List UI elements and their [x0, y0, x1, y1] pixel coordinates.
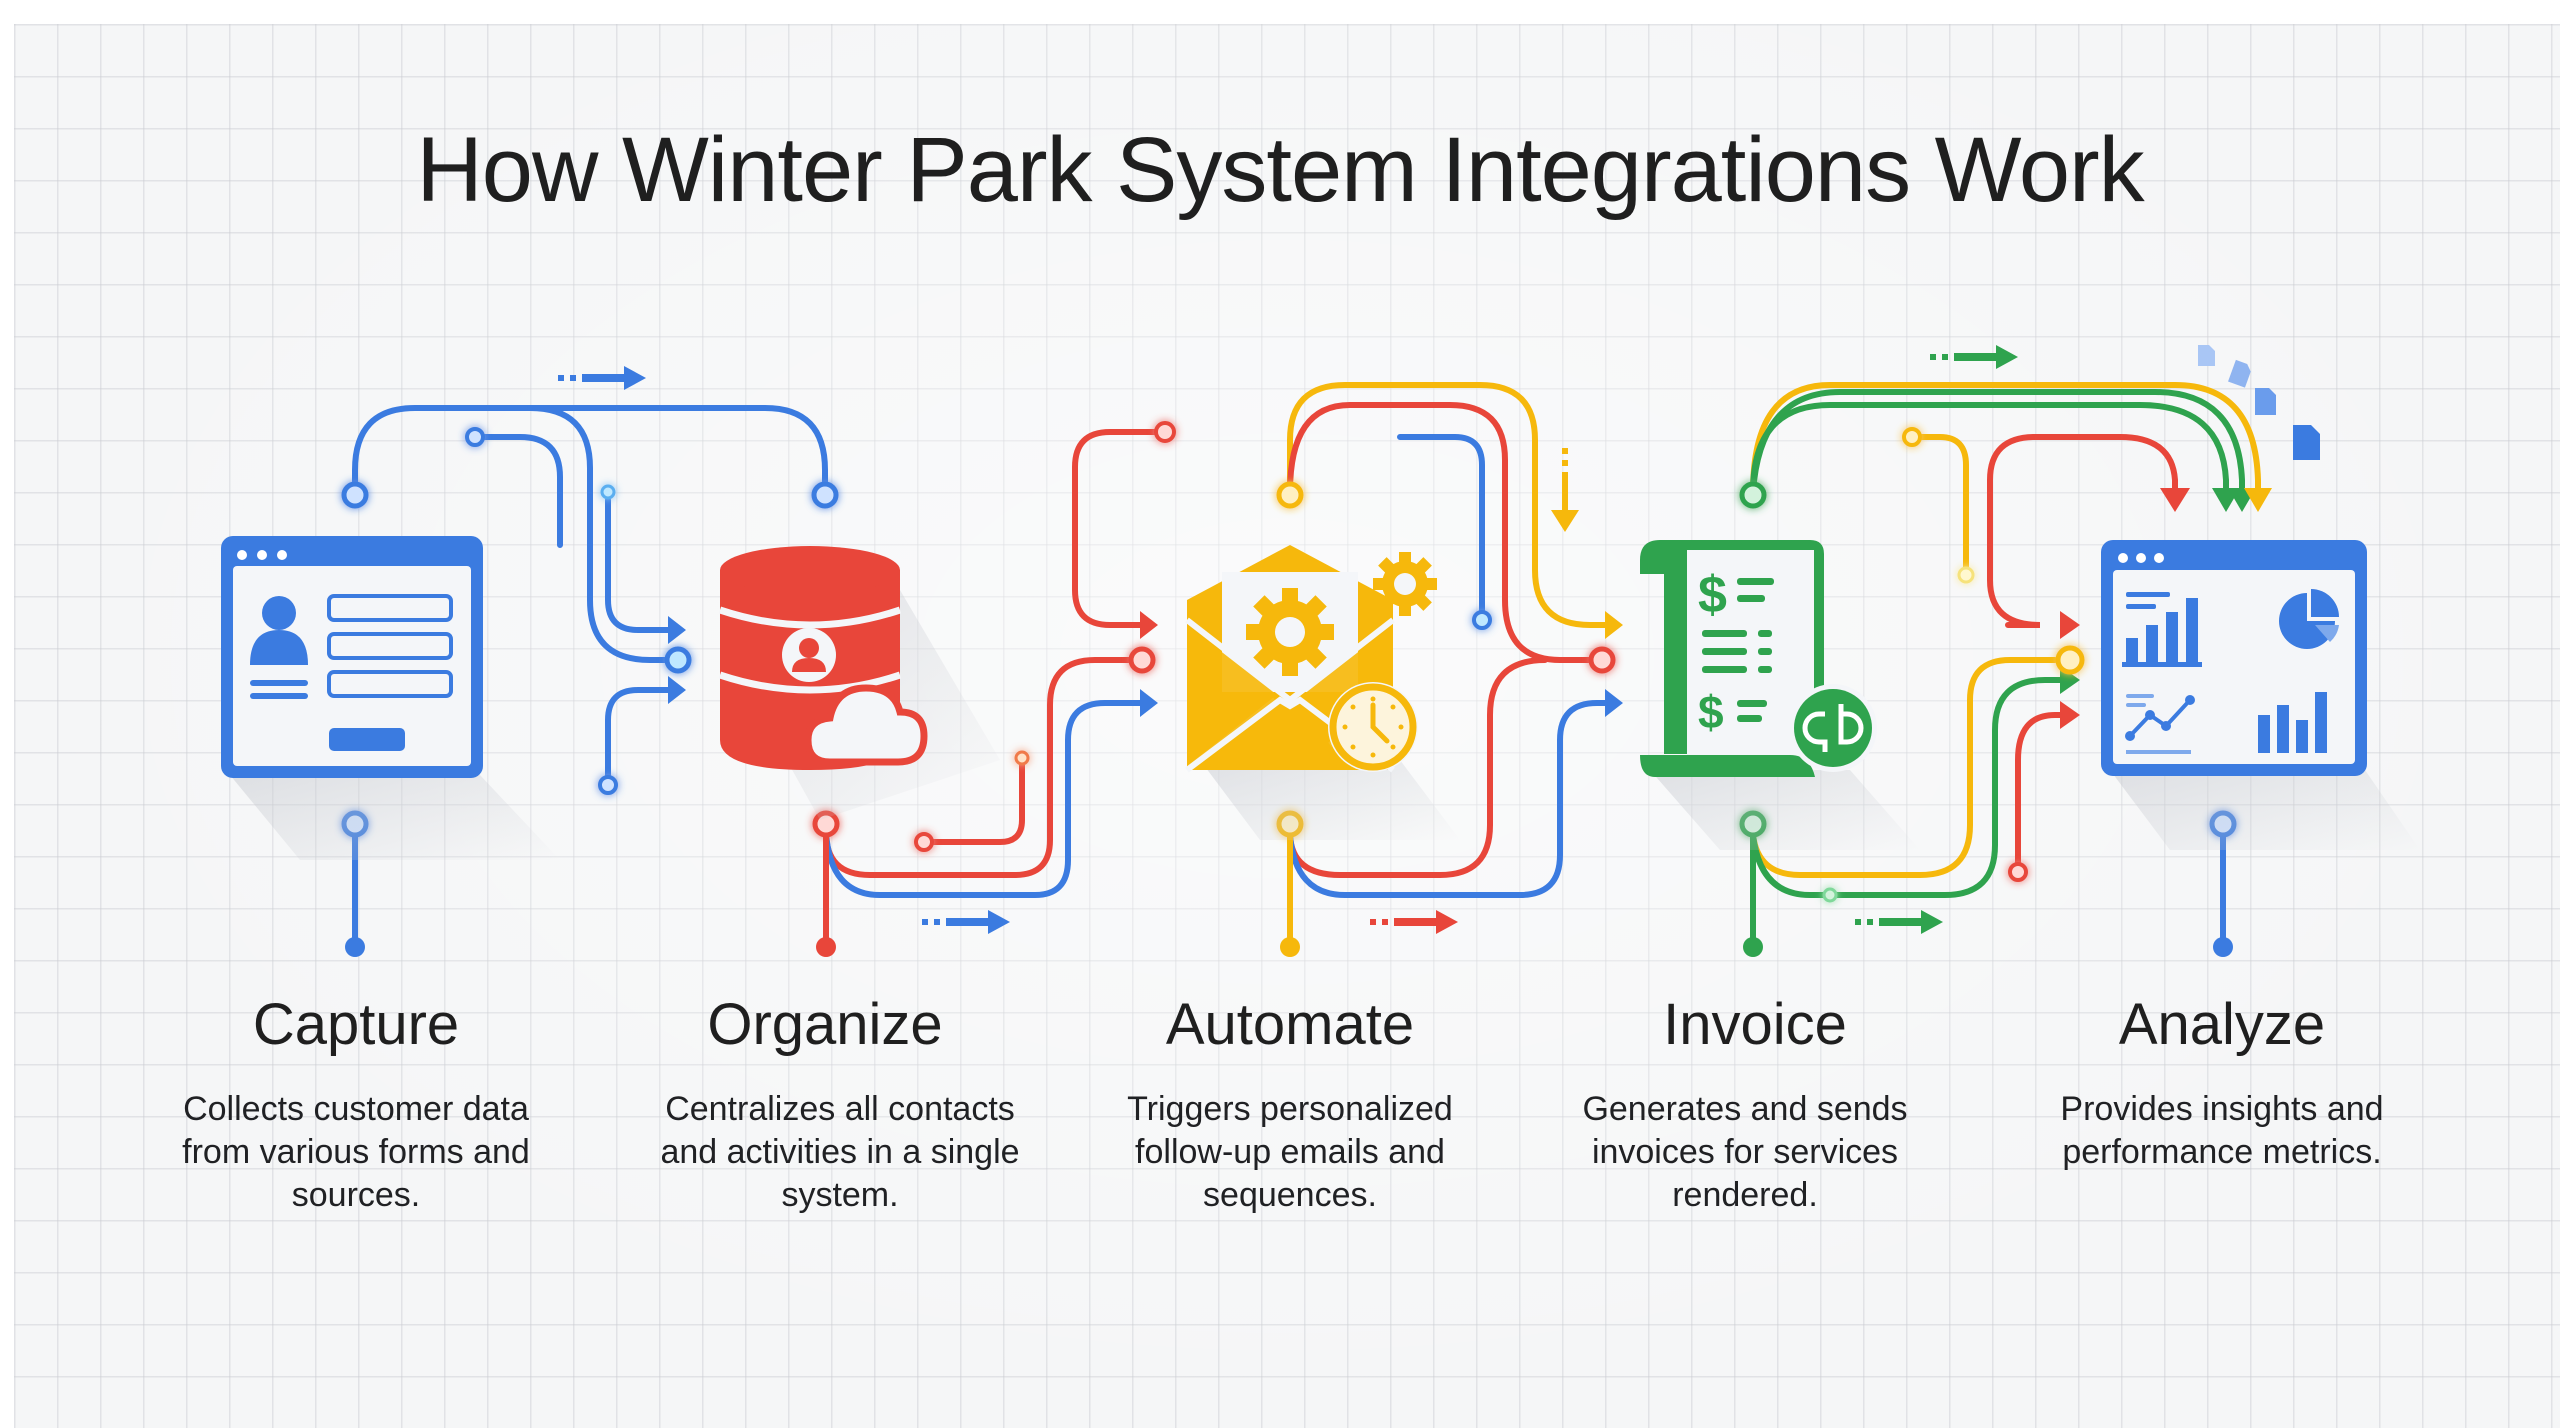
- web-form-icon: [221, 536, 560, 860]
- quickbooks-logo-icon: [1789, 684, 1877, 772]
- arrowheads-automate-invoice: [1551, 510, 1623, 717]
- step-title: Invoice: [1663, 992, 1847, 1057]
- flow-arrow-top-1: [558, 366, 646, 390]
- connectors-automate-invoice: [1287, 382, 1608, 898]
- step-description: Collects customer data from various form…: [182, 1090, 530, 1214]
- step-analyze: Analyze Provides insights and performanc…: [2012, 990, 2432, 1174]
- flow-arrow-bottom-2: [1370, 910, 1458, 934]
- step-capture: Capture Collects customer data from vari…: [146, 990, 566, 1217]
- flow-arrow-top-2: [1930, 345, 2018, 369]
- step-description: Centralizes all contacts and activities …: [660, 1090, 1020, 1214]
- gear-icon: [1246, 588, 1334, 676]
- step-description: Triggers personalized follow-up emails a…: [1127, 1090, 1453, 1214]
- arrowheads-organize-automate: [1140, 611, 1158, 717]
- invoice-quickbooks-icon: $ $: [1640, 540, 1920, 850]
- step-organize: Organize Centralizes all contacts and ac…: [630, 990, 1050, 1217]
- invoice-stem-dot: [1743, 937, 1763, 957]
- page-title: How Winter Park System Integrations Work: [416, 119, 2144, 221]
- connectors-organize-automate: [823, 429, 1165, 898]
- step-automate: Automate Triggers personalized follow-up…: [1080, 990, 1500, 1217]
- step-title: Organize: [707, 992, 943, 1057]
- step-title: Capture: [252, 992, 460, 1057]
- analyze-stem-dot: [2213, 937, 2233, 957]
- clock-icon: [1328, 682, 1418, 772]
- small-gear-icon: [1373, 552, 1437, 616]
- svg-text:$: $: [1698, 686, 1724, 738]
- step-title: Analyze: [2118, 992, 2326, 1057]
- step-title: Automate: [1165, 992, 1415, 1057]
- arrowheads-capture-organize: [668, 616, 686, 704]
- flow-arrow-down-yellow: [1562, 448, 1568, 512]
- capture-stem-dot: [345, 937, 365, 957]
- step-description: Provides insights and performance metric…: [2060, 1090, 2384, 1171]
- connectors-capture-organize: [352, 405, 828, 783]
- step-invoice: Invoice Generates and sends invoices for…: [1535, 990, 1955, 1217]
- svg-text:$: $: [1698, 566, 1727, 624]
- flow-arrow-bottom-1: [922, 910, 1010, 934]
- step-description: Generates and sends invoices for service…: [1582, 1090, 1908, 1214]
- automate-stem-dot: [1280, 937, 1300, 957]
- email-automation-icon: [1185, 545, 1460, 840]
- organize-stem-dot: [816, 937, 836, 957]
- analytics-dashboard-icon: [2101, 540, 2420, 850]
- database-cloud-icon: [718, 546, 1000, 820]
- connectors-invoice-analyze: [1750, 382, 2261, 898]
- flying-documents-icon: [2198, 345, 2320, 460]
- flow-arrow-bottom-3: [1855, 910, 1943, 934]
